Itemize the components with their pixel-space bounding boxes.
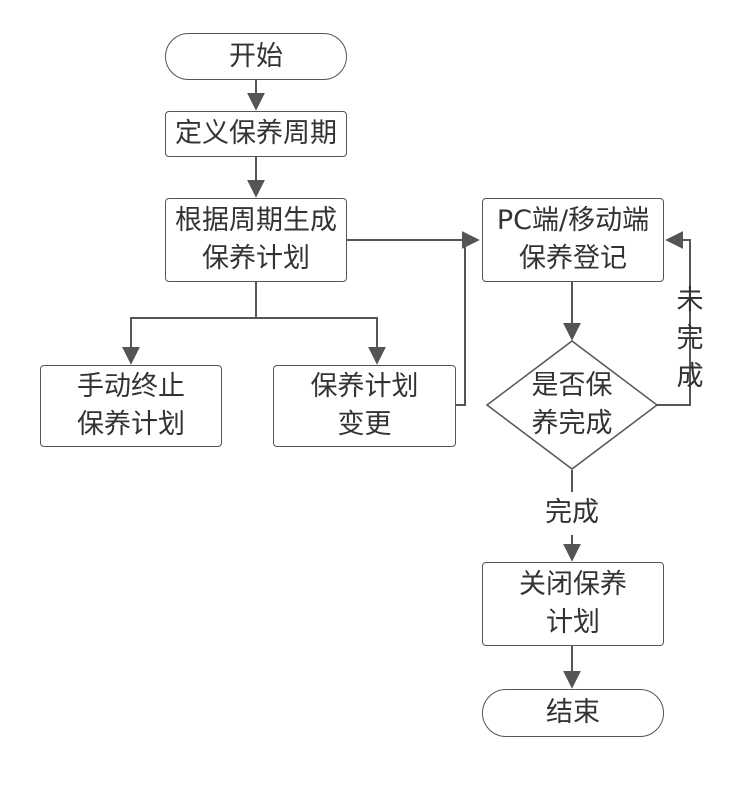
- end-label: 结束: [546, 697, 600, 728]
- manual-stop-line1: 手动终止: [77, 371, 185, 402]
- close-plan-line2: 计划: [546, 607, 600, 638]
- incomplete-char1: 未: [676, 285, 704, 316]
- decision-diamond: [485, 340, 659, 470]
- start-node: 开始: [165, 33, 347, 80]
- incomplete-label: 未 完 成: [670, 282, 710, 396]
- end-node: 结束: [482, 689, 664, 737]
- decision-line2: 养完成: [531, 408, 613, 439]
- register-line2: 保养登记: [519, 243, 627, 274]
- define-cycle-label: 定义保养周期: [175, 118, 337, 149]
- plan-change-line1: 保养计划: [310, 371, 419, 402]
- decision-label: 是否保 养完成: [512, 366, 632, 444]
- close-plan-line1: 关闭保养: [519, 569, 627, 600]
- edge-decision-incomplete: [657, 231, 691, 406]
- manual-stop-node: 手动终止 保养计划: [40, 365, 222, 447]
- generate-plan-line2: 保养计划: [202, 243, 310, 274]
- decision-line1: 是否保: [531, 370, 613, 401]
- define-cycle-node: 定义保养周期: [165, 111, 347, 157]
- complete-label: 完成: [527, 494, 617, 532]
- plan-change-line2: 变更: [337, 409, 392, 440]
- incomplete-char3: 成: [676, 361, 704, 392]
- edge-generate-branch: [122, 282, 257, 365]
- register-line1: PC端/移动端: [496, 205, 650, 236]
- edge-change-register: [456, 240, 466, 406]
- start-label: 开始: [229, 40, 283, 72]
- register-node: PC端/移动端 保养登记: [482, 198, 664, 282]
- complete-text: 完成: [545, 497, 599, 528]
- generate-plan-line1: 根据周期生成: [175, 205, 337, 236]
- edge-branch-change: [256, 317, 386, 365]
- close-plan-node: 关闭保养 计划: [482, 562, 664, 646]
- manual-stop-line2: 保养计划: [77, 409, 185, 440]
- generate-plan-node: 根据周期生成 保养计划: [165, 198, 347, 282]
- plan-change-node: 保养计划 变更: [273, 365, 456, 447]
- incomplete-char2: 完: [676, 323, 704, 354]
